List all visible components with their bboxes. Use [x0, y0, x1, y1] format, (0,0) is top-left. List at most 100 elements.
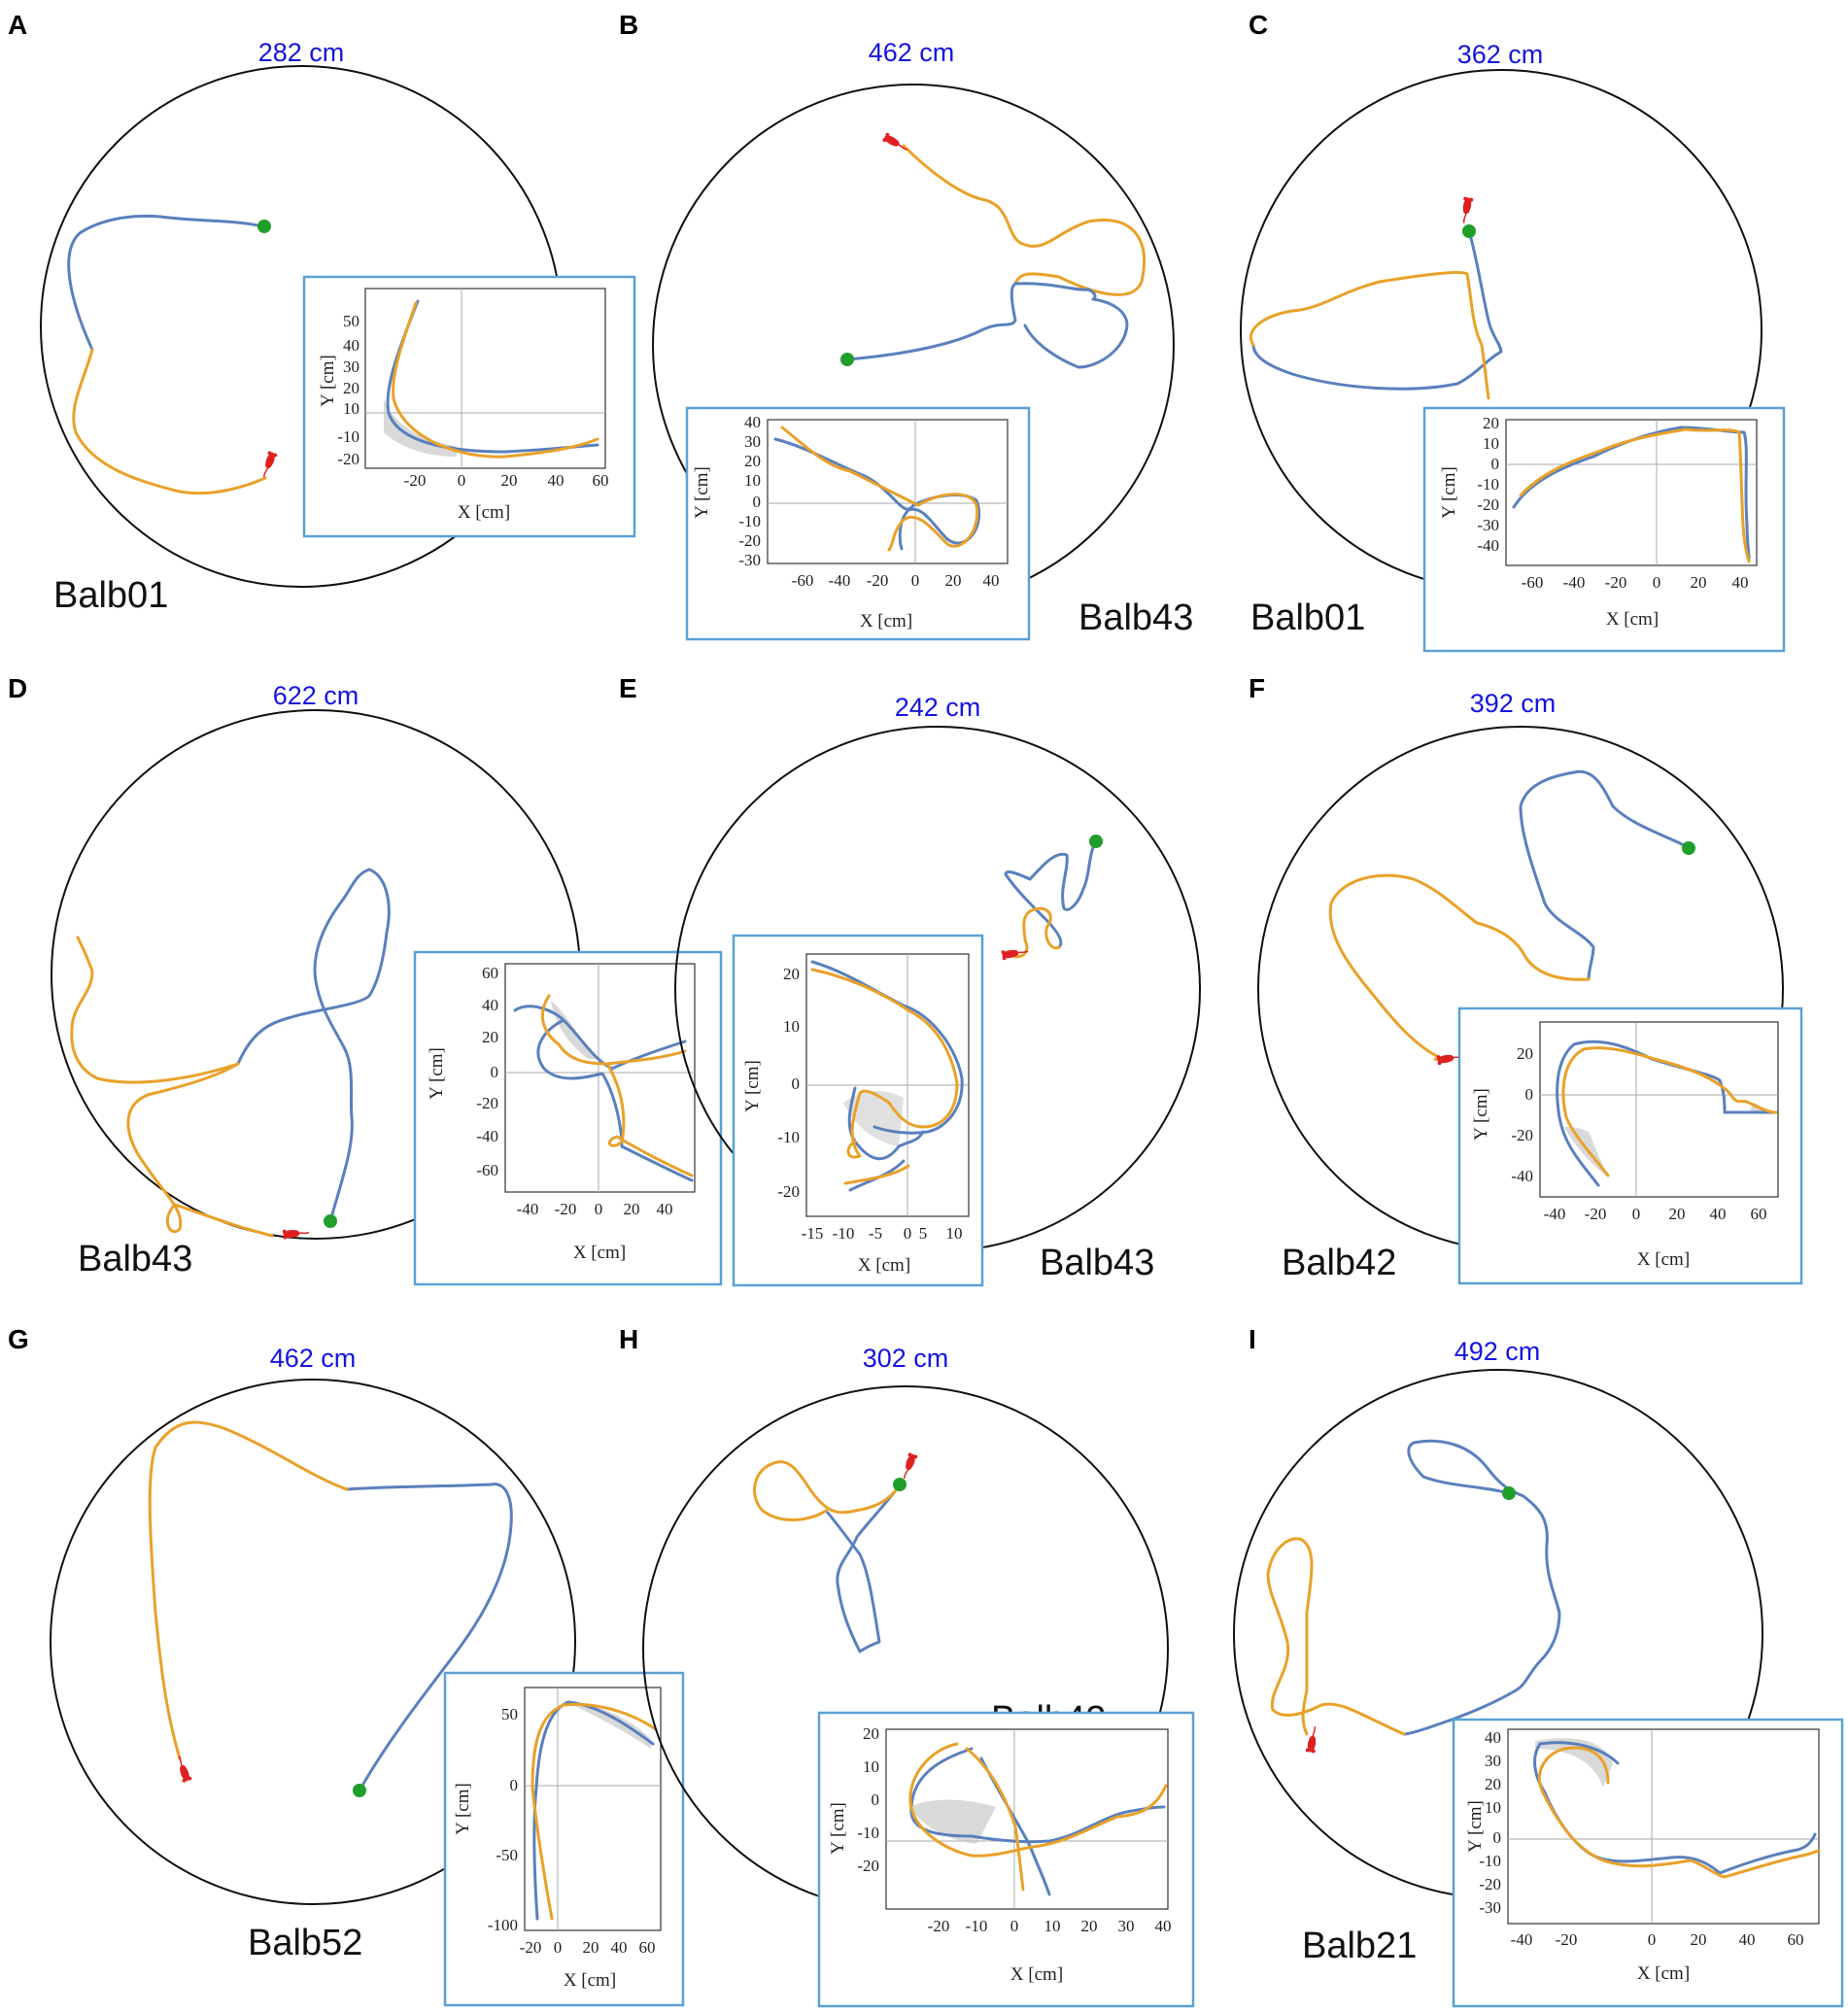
- svg-text:40: 40: [1739, 1930, 1756, 1949]
- inset-trajectory-blue: [532, 1700, 655, 1921]
- inset-trajectory-orange: [392, 301, 599, 459]
- svg-text:-20: -20: [1511, 1126, 1533, 1144]
- svg-text:0: 0: [1491, 455, 1500, 473]
- svg-text:-30: -30: [738, 551, 761, 569]
- svg-text:60: 60: [482, 964, 498, 982]
- svg-text:-20: -20: [777, 1182, 800, 1201]
- x-axis-label: X [cm]: [1010, 1964, 1063, 1985]
- red-mouse-icon: [258, 450, 279, 480]
- inset-frame: [302, 275, 636, 538]
- trajectory-orange: [148, 1420, 349, 1760]
- panel-g: G 462 cm Balb52 -20 0 20 40 60 50 0: [8, 1324, 685, 2007]
- trajectory-blue: [67, 214, 264, 352]
- panel-letter: G: [8, 1324, 29, 1354]
- svg-text:0: 0: [753, 493, 762, 511]
- y-axis-label: Y [cm]: [453, 1783, 473, 1835]
- green-dot-icon: [840, 353, 854, 366]
- panel-letter: F: [1249, 673, 1265, 703]
- x-axis-label: X [cm]: [573, 1243, 626, 1263]
- y-tick-labels: 60 40 20 0 -20 -40 -60: [476, 964, 498, 1179]
- green-dot-icon: [1502, 1486, 1516, 1500]
- svg-text:40: 40: [611, 1938, 628, 1957]
- trajectory-blue: [1519, 769, 1690, 981]
- plot-area: [524, 1687, 662, 1931]
- difference-area: [1535, 1738, 1613, 1788]
- svg-text:-20: -20: [476, 1094, 498, 1112]
- svg-text:20: 20: [1483, 414, 1499, 432]
- svg-text:40: 40: [1732, 573, 1749, 592]
- inset-frame: [817, 1711, 1195, 2008]
- svg-text:20: 20: [945, 571, 962, 590]
- svg-text:0: 0: [1525, 1085, 1534, 1104]
- plot-area: [1505, 419, 1758, 566]
- panel-a: A 282 cm Balb01 -20 0 20 40 60 50 40: [8, 10, 636, 616]
- svg-text:-20: -20: [1556, 1930, 1578, 1949]
- red-mouse-icon: [173, 1754, 193, 1784]
- inset-trajectory-orange: [908, 1742, 1168, 1892]
- green-dot-icon: [893, 1478, 907, 1491]
- trajectory-blue: [345, 1483, 513, 1792]
- inset-plot: -20 -10 0 10 20 30 40 20 10 0 -10 -20 X …: [817, 1711, 1195, 2008]
- inset-frame: [1457, 1006, 1803, 1285]
- svg-text:20: 20: [343, 379, 359, 397]
- svg-text:20: 20: [1517, 1044, 1533, 1063]
- inset-trajectory-blue: [1512, 426, 1751, 561]
- y-axis-label: Y [cm]: [318, 355, 338, 407]
- panel-letter: D: [8, 673, 27, 703]
- svg-text:40: 40: [1485, 1728, 1501, 1747]
- inset-plot: -20 0 20 40 60 50 40 30 20 10 0 -10 -20 …: [302, 275, 636, 538]
- inset-trajectory-orange: [1537, 1746, 1821, 1879]
- distance-label: 462 cm: [270, 1344, 357, 1373]
- panel-letter: A: [8, 10, 27, 40]
- trajectory-blue: [845, 282, 1129, 369]
- x-axis-label: X [cm]: [860, 611, 912, 631]
- svg-text:-50: -50: [496, 1846, 518, 1864]
- inset-plot: -15 -10 -5 0 5 10 20 10 0 -10 -20 X [cm]…: [732, 934, 984, 1287]
- trajectory-orange: [753, 1460, 901, 1521]
- svg-text:-60: -60: [1522, 573, 1544, 592]
- svg-text:-10: -10: [1477, 475, 1499, 494]
- svg-text:40: 40: [343, 336, 359, 355]
- trajectory-orange: [1249, 270, 1490, 400]
- distance-label: 622 cm: [273, 681, 359, 710]
- svg-text:0: 0: [1632, 1205, 1641, 1223]
- x-axis-label: X [cm]: [858, 1255, 910, 1276]
- green-dot-icon: [1089, 835, 1103, 848]
- svg-text:-10: -10: [738, 512, 761, 530]
- svg-text:50: 50: [343, 312, 359, 330]
- trajectory-orange: [1013, 906, 1061, 959]
- inset-plot: -20 0 20 40 60 50 0 -50 -100 X [cm] Y [c…: [443, 1671, 685, 2007]
- svg-text:30: 30: [1118, 1917, 1135, 1935]
- y-tick-labels: 50 0 -50 -100: [488, 1705, 518, 1934]
- inset-trajectory-orange: [1519, 427, 1751, 563]
- x-axis-label: X [cm]: [1637, 1249, 1690, 1270]
- difference-area: [1564, 1127, 1608, 1177]
- trajectory-orange: [1266, 1537, 1406, 1736]
- svg-text:0: 0: [911, 571, 920, 590]
- x-tick-labels: -60 -40 -20 0 20 40: [1522, 573, 1749, 592]
- distance-label: 492 cm: [1454, 1337, 1541, 1366]
- svg-text:-60: -60: [792, 571, 814, 590]
- svg-text:-10: -10: [1479, 1852, 1501, 1870]
- svg-text:60: 60: [639, 1938, 656, 1957]
- svg-text:0: 0: [872, 1790, 880, 1809]
- trajectory-blue: [1402, 1439, 1561, 1736]
- svg-text:-20: -20: [928, 1917, 950, 1935]
- svg-text:-20: -20: [867, 571, 889, 590]
- panel-i: I 492 cm Balb21 -40 -20 0 20 40 60 4: [1233, 1324, 1844, 2008]
- svg-text:0: 0: [510, 1776, 519, 1794]
- x-tick-labels: -20 0 20 40 60: [520, 1938, 656, 1957]
- svg-text:20: 20: [744, 452, 761, 470]
- y-tick-labels: 20 10 0 -10 -20: [857, 1724, 879, 1875]
- svg-text:20: 20: [624, 1200, 640, 1218]
- panel-letter: H: [619, 1324, 638, 1354]
- green-dot-icon: [353, 1784, 366, 1797]
- mouse-id-label: Balb43: [1040, 1243, 1154, 1283]
- trajectory-orange: [72, 348, 267, 495]
- difference-area: [551, 1001, 602, 1059]
- svg-text:-40: -40: [1511, 1167, 1533, 1185]
- svg-text:-20: -20: [1479, 1875, 1501, 1893]
- mouse-id-label: Balb43: [1078, 597, 1193, 638]
- plot-area: [767, 419, 1009, 564]
- svg-text:50: 50: [501, 1705, 518, 1723]
